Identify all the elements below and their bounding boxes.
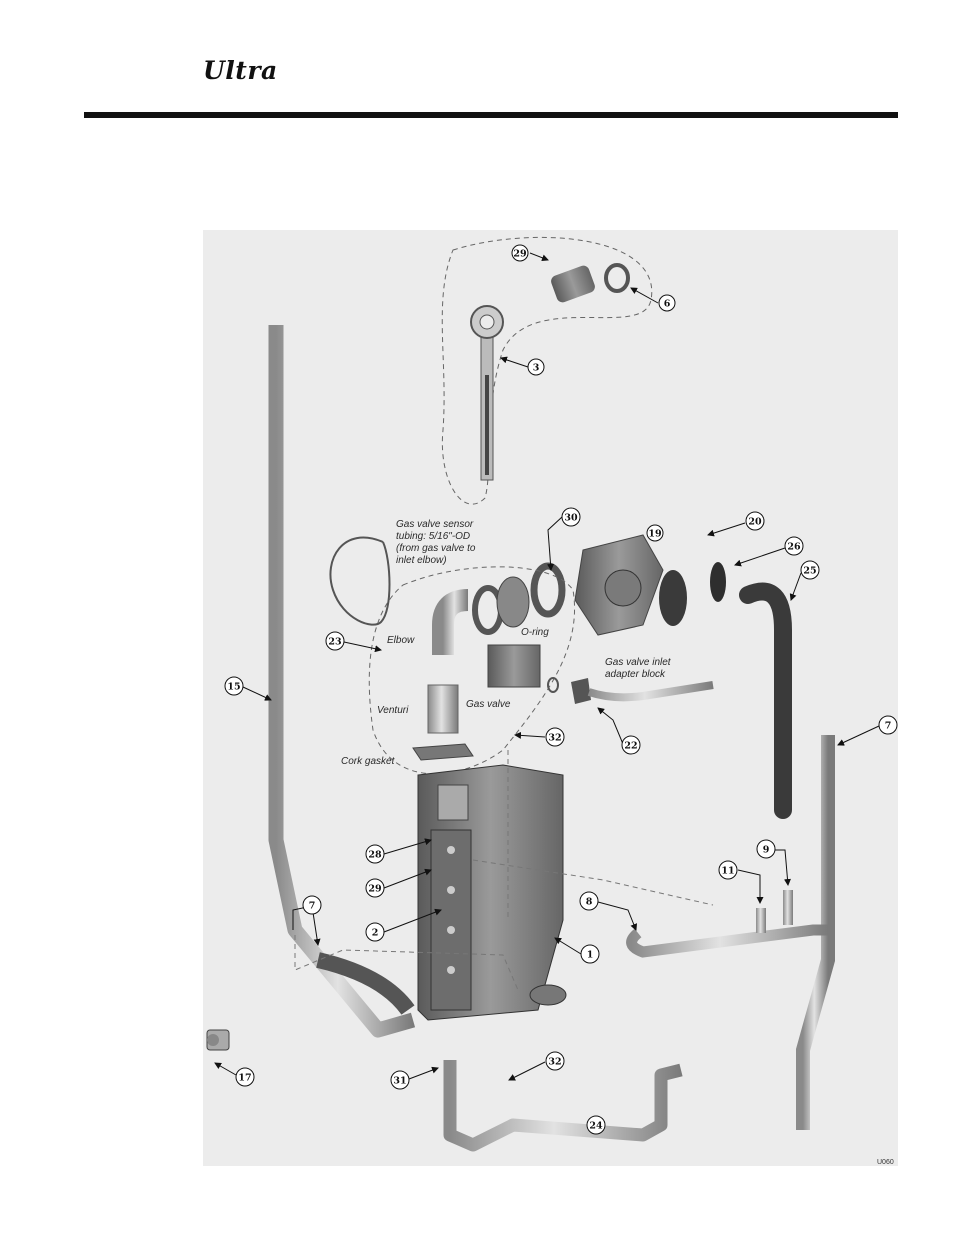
svg-text:6: 6 bbox=[664, 299, 671, 310]
callout-17: 17 bbox=[214, 1062, 255, 1087]
svg-text:17: 17 bbox=[238, 1073, 251, 1084]
sight-glass-cylinder bbox=[551, 265, 595, 303]
callout-8: 8 bbox=[579, 891, 638, 931]
svg-text:29: 29 bbox=[368, 884, 382, 895]
hose-7 bbox=[316, 952, 415, 1015]
pipe-25 bbox=[443, 1060, 683, 1152]
callout-3: 3 bbox=[500, 356, 545, 376]
adapter-block-22 bbox=[571, 678, 591, 704]
callout-24: 26 bbox=[734, 536, 804, 567]
svg-text:Gas valve sensor: Gas valve sensor bbox=[396, 519, 474, 530]
svg-text:32: 32 bbox=[548, 1057, 561, 1068]
callout-2: 2 bbox=[365, 908, 442, 942]
exploded-parts-diagram: Gas valve sensor tubing: 5/16"-OD (from … bbox=[206, 236, 898, 1166]
pipe-9 bbox=[796, 735, 835, 1130]
callout-22: 22 bbox=[597, 707, 641, 755]
svg-text:Gas valve inlet: Gas valve inlet bbox=[605, 657, 672, 668]
callout-25: 24 bbox=[586, 1115, 606, 1135]
brand-logo: Ultra bbox=[203, 56, 278, 85]
o-ring bbox=[547, 677, 559, 693]
svg-text:1: 1 bbox=[587, 950, 594, 961]
callout-6: 6 bbox=[630, 287, 676, 312]
cork-gasket bbox=[412, 743, 474, 761]
callout-1: 1 bbox=[554, 937, 600, 964]
svg-text:25: 25 bbox=[803, 566, 816, 577]
svg-text:20: 20 bbox=[748, 517, 762, 528]
cork-gasket-label: Cork gasket bbox=[341, 756, 396, 767]
callout-18: 19 bbox=[646, 524, 664, 542]
sight-glass-ring bbox=[604, 263, 630, 293]
svg-text:15: 15 bbox=[227, 682, 240, 693]
callout-32-lower: 32 bbox=[508, 1051, 565, 1081]
svg-text:23: 23 bbox=[328, 637, 341, 648]
gasket-24 bbox=[659, 570, 687, 626]
svg-text:7: 7 bbox=[309, 901, 316, 912]
sight-glass-tool bbox=[470, 305, 504, 481]
gas-valve bbox=[487, 644, 541, 688]
svg-text:26: 26 bbox=[787, 542, 801, 553]
svg-text:(from gas valve to: (from gas valve to bbox=[396, 543, 476, 554]
o-ring-label: O-ring bbox=[521, 627, 549, 638]
callout-23: 25 bbox=[789, 560, 820, 601]
svg-text:9: 9 bbox=[763, 845, 770, 856]
svg-text:3: 3 bbox=[533, 363, 540, 374]
rings-30 bbox=[472, 562, 566, 635]
pipe-8 bbox=[626, 924, 828, 958]
svg-text:31: 31 bbox=[393, 1076, 406, 1087]
callout-10: 9 bbox=[756, 839, 791, 886]
elbow-label: Elbow bbox=[387, 635, 415, 646]
callout-32-upper: 32 bbox=[514, 727, 565, 747]
inlet-adapter-label: Gas valve inlet adapter block bbox=[605, 657, 672, 680]
svg-text:29: 29 bbox=[513, 249, 527, 260]
port-10 bbox=[783, 890, 793, 925]
figure-code: U060 bbox=[877, 1159, 894, 1166]
blower-18 bbox=[574, 534, 664, 636]
callout-15: 15 bbox=[224, 676, 272, 701]
callout-30: 30 bbox=[547, 507, 581, 571]
callout-11: 11 bbox=[718, 860, 764, 904]
callout-26: 28 bbox=[365, 838, 432, 864]
callout-20: 23 bbox=[325, 631, 382, 653]
fitting-17 bbox=[206, 1029, 230, 1051]
sensor-tubing bbox=[329, 536, 391, 626]
svg-text:28: 28 bbox=[368, 850, 382, 861]
port-11 bbox=[756, 908, 766, 933]
venturi-label: Venturi bbox=[377, 705, 409, 716]
svg-text:adapter block: adapter block bbox=[605, 669, 666, 680]
heat-exchanger-1 bbox=[417, 764, 567, 1021]
gas-train-outline bbox=[368, 566, 575, 775]
callout-28: 29 bbox=[365, 868, 432, 898]
svg-text:tubing: 5/16"-OD: tubing: 5/16"-OD bbox=[396, 531, 470, 542]
gas-valve-label: Gas valve bbox=[466, 699, 511, 710]
callout-31: 31 bbox=[390, 1066, 439, 1090]
venturi bbox=[427, 684, 459, 734]
svg-text:2: 2 bbox=[372, 928, 379, 939]
callout-9: 7 bbox=[837, 715, 898, 746]
svg-text:19: 19 bbox=[648, 529, 662, 540]
svg-text:8: 8 bbox=[586, 897, 593, 908]
sensor-tubing-label: Gas valve sensor tubing: 5/16"-OD (from … bbox=[396, 519, 476, 566]
elbow bbox=[432, 589, 469, 655]
svg-text:11: 11 bbox=[721, 866, 734, 877]
gas-inlet-pipe bbox=[587, 681, 714, 702]
svg-text:30: 30 bbox=[564, 513, 578, 524]
svg-text:22: 22 bbox=[624, 741, 637, 752]
svg-text:7: 7 bbox=[885, 721, 892, 732]
hose-23 bbox=[739, 582, 792, 819]
pipe-15 bbox=[268, 325, 416, 1038]
svg-text:inlet elbow): inlet elbow) bbox=[396, 555, 447, 566]
header-rule bbox=[84, 112, 898, 118]
sight-glass-kit-outline bbox=[441, 236, 653, 505]
svg-text:24: 24 bbox=[589, 1121, 603, 1132]
svg-text:32: 32 bbox=[548, 733, 561, 744]
connector-lines bbox=[294, 750, 714, 991]
callout-29: 29 bbox=[511, 244, 549, 262]
callout-7: 7 bbox=[292, 895, 321, 945]
callout-19: 20 bbox=[707, 511, 765, 537]
